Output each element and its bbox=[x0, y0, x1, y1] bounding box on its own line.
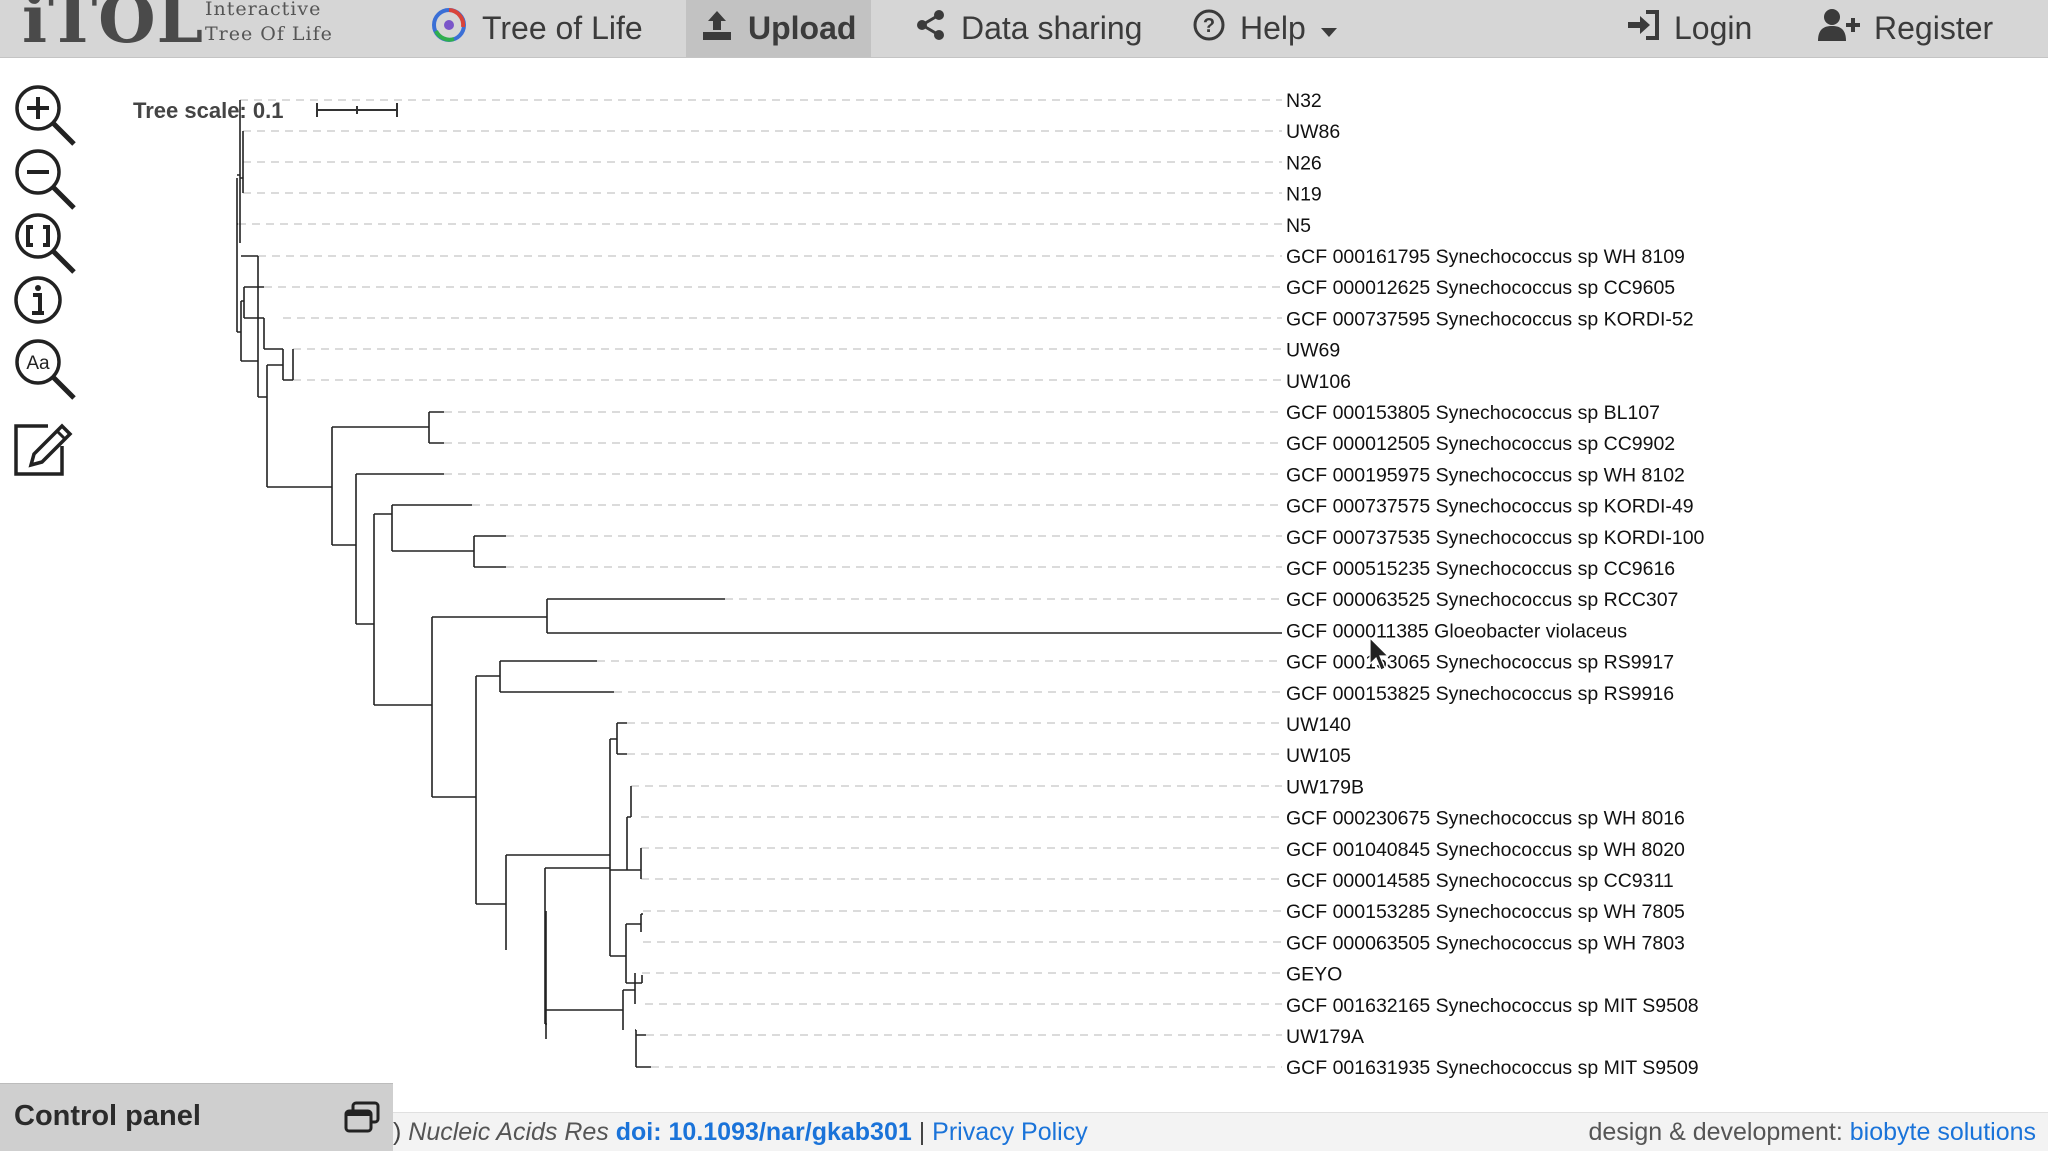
leaf-label[interactable]: GCF 000737535 Synechococcus sp KORDI-100 bbox=[1286, 527, 1705, 549]
footer: ) Nucleic Acids Res doi: 10.1093/nar/gka… bbox=[393, 1112, 2048, 1151]
register-icon bbox=[1818, 8, 1860, 50]
nav-upload[interactable]: Upload bbox=[686, 0, 871, 57]
mouse-cursor-icon bbox=[1369, 636, 1390, 671]
leaf-label[interactable]: UW86 bbox=[1286, 121, 1340, 143]
nav-tree-of-life-label: Tree of Life bbox=[482, 10, 643, 46]
leaf-label[interactable]: GCF 000063505 Synechococcus sp WH 7803 bbox=[1286, 932, 1685, 954]
svg-text:Aa: Aa bbox=[26, 353, 50, 374]
control-panel[interactable]: Control panel bbox=[0, 1083, 393, 1151]
leaf-label[interactable]: UW140 bbox=[1286, 714, 1351, 736]
leaf-label[interactable]: UW106 bbox=[1286, 371, 1351, 393]
leaf-label[interactable]: UW179B bbox=[1286, 776, 1364, 798]
leaf-label[interactable]: UW105 bbox=[1286, 745, 1351, 767]
leaf-label[interactable]: GCF 000515235 Synechococcus sp CC9616 bbox=[1286, 558, 1675, 580]
leaf-label[interactable]: GCF 000012505 Synechococcus sp CC9902 bbox=[1286, 433, 1675, 455]
fit-to-screen-icon[interactable] bbox=[12, 210, 78, 276]
leaf-label[interactable]: GCF 000161795 Synechococcus sp WH 8109 bbox=[1286, 246, 1685, 268]
nav-login-label: Login bbox=[1674, 10, 1753, 46]
nav-data-sharing[interactable]: Data sharing bbox=[915, 0, 1142, 57]
leaf-label[interactable]: GCF 000153825 Synechococcus sp RS9916 bbox=[1286, 683, 1674, 705]
leaf-label[interactable]: GCF 000014585 Synechococcus sp CC9311 bbox=[1286, 870, 1674, 892]
leaf-label[interactable]: GCF 000737575 Synechococcus sp KORDI-49 bbox=[1286, 496, 1694, 518]
leaf-label[interactable]: GEYO bbox=[1286, 964, 1342, 986]
zoom-out-icon[interactable] bbox=[12, 146, 78, 212]
tree-of-life-icon bbox=[430, 6, 468, 52]
footer-citation-prefix: ) bbox=[393, 1118, 409, 1146]
leaf-label[interactable]: GCF 000011385 Gloeobacter violaceus bbox=[1286, 620, 1627, 642]
leaf-label[interactable]: GCF 000012625 Synechococcus sp CC9605 bbox=[1286, 277, 1675, 299]
top-navigation-bar: iTOL Interactive Tree Of Life Tree of Li… bbox=[0, 0, 2048, 58]
leaf-guide-lines bbox=[238, 99, 1282, 1068]
leaf-label[interactable]: GCF 000195975 Synechococcus sp WH 8102 bbox=[1286, 464, 1685, 486]
leaf-label[interactable]: GCF 001632165 Synechococcus sp MIT S9508 bbox=[1286, 995, 1699, 1017]
footer-credit: design & development: bbox=[1588, 1118, 1850, 1146]
nav-help-label: Help bbox=[1240, 10, 1306, 46]
restore-window-icon[interactable] bbox=[344, 1101, 380, 1138]
edit-icon[interactable] bbox=[12, 420, 78, 486]
nav-upload-label: Upload bbox=[748, 10, 857, 46]
nav-login[interactable]: Login bbox=[1626, 0, 1752, 57]
logo-subtitle-line2: Tree Of Life bbox=[205, 23, 333, 45]
chevron-down-icon bbox=[1320, 10, 1338, 47]
leaf-label[interactable]: GCF 000230675 Synechococcus sp WH 8016 bbox=[1286, 808, 1685, 830]
leaf-label[interactable]: GCF 001631935 Synechococcus sp MIT S9509 bbox=[1286, 1057, 1699, 1079]
leaf-label[interactable]: GCF 000153805 Synechococcus sp BL107 bbox=[1286, 402, 1660, 424]
leaf-label[interactable]: GCF 001040845 Synechococcus sp WH 8020 bbox=[1286, 839, 1685, 861]
login-icon bbox=[1626, 9, 1660, 49]
leaf-label[interactable]: N32 bbox=[1286, 90, 1322, 112]
leaf-label[interactable]: GCF 000737595 Synechococcus sp KORDI-52 bbox=[1286, 308, 1694, 330]
tree-branches bbox=[236, 100, 1282, 1068]
footer-journal: Nucleic Acids Res bbox=[408, 1118, 609, 1146]
leaf-label[interactable]: UW179A bbox=[1286, 1026, 1364, 1048]
footer-separator: | bbox=[911, 1118, 933, 1146]
leaf-label[interactable]: UW69 bbox=[1286, 340, 1340, 362]
privacy-policy-link[interactable]: Privacy Policy bbox=[932, 1118, 1088, 1146]
leaf-label[interactable]: GCF 000063525 Synechococcus sp RCC307 bbox=[1286, 589, 1678, 611]
nav-register-label: Register bbox=[1874, 10, 1994, 46]
leaf-label[interactable]: GCF 000153285 Synechococcus sp WH 7805 bbox=[1286, 901, 1685, 923]
info-icon[interactable] bbox=[12, 274, 78, 340]
leaf-label[interactable]: GCF 000153065 Synechococcus sp RS9917 bbox=[1286, 652, 1674, 674]
upload-icon bbox=[700, 8, 734, 50]
font-size-icon[interactable]: Aa bbox=[12, 336, 78, 402]
nav-tree-of-life[interactable]: Tree of Life bbox=[420, 0, 653, 57]
leaf-label[interactable]: N26 bbox=[1286, 152, 1322, 174]
leaf-label[interactable]: N19 bbox=[1286, 184, 1322, 206]
control-panel-title: Control panel bbox=[14, 1100, 201, 1132]
nav-register[interactable]: Register bbox=[1818, 0, 1993, 57]
help-icon: ? bbox=[1192, 8, 1226, 50]
itol-logo[interactable]: iTOL Interactive Tree Of Life bbox=[0, 0, 360, 58]
tree-scale-label: Tree scale: 0.1 bbox=[133, 98, 283, 123]
logo-subtitle-line1: Interactive bbox=[205, 0, 322, 20]
zoom-in-icon[interactable] bbox=[12, 82, 78, 148]
footer-doi-link[interactable]: doi: 10.1093/nar/gkab301 bbox=[615, 1118, 912, 1146]
leaf-label[interactable]: N5 bbox=[1286, 215, 1311, 237]
tree-scale: Tree scale: 0.1 bbox=[133, 98, 398, 123]
nav-help[interactable]: ? Help bbox=[1192, 0, 1338, 57]
share-icon bbox=[915, 9, 947, 49]
biobyte-link[interactable]: biobyte solutions bbox=[1849, 1118, 2036, 1146]
nav-data-sharing-label: Data sharing bbox=[961, 10, 1143, 46]
svg-text:?: ? bbox=[1203, 15, 1215, 37]
logo-main: iTOL bbox=[22, 0, 205, 58]
